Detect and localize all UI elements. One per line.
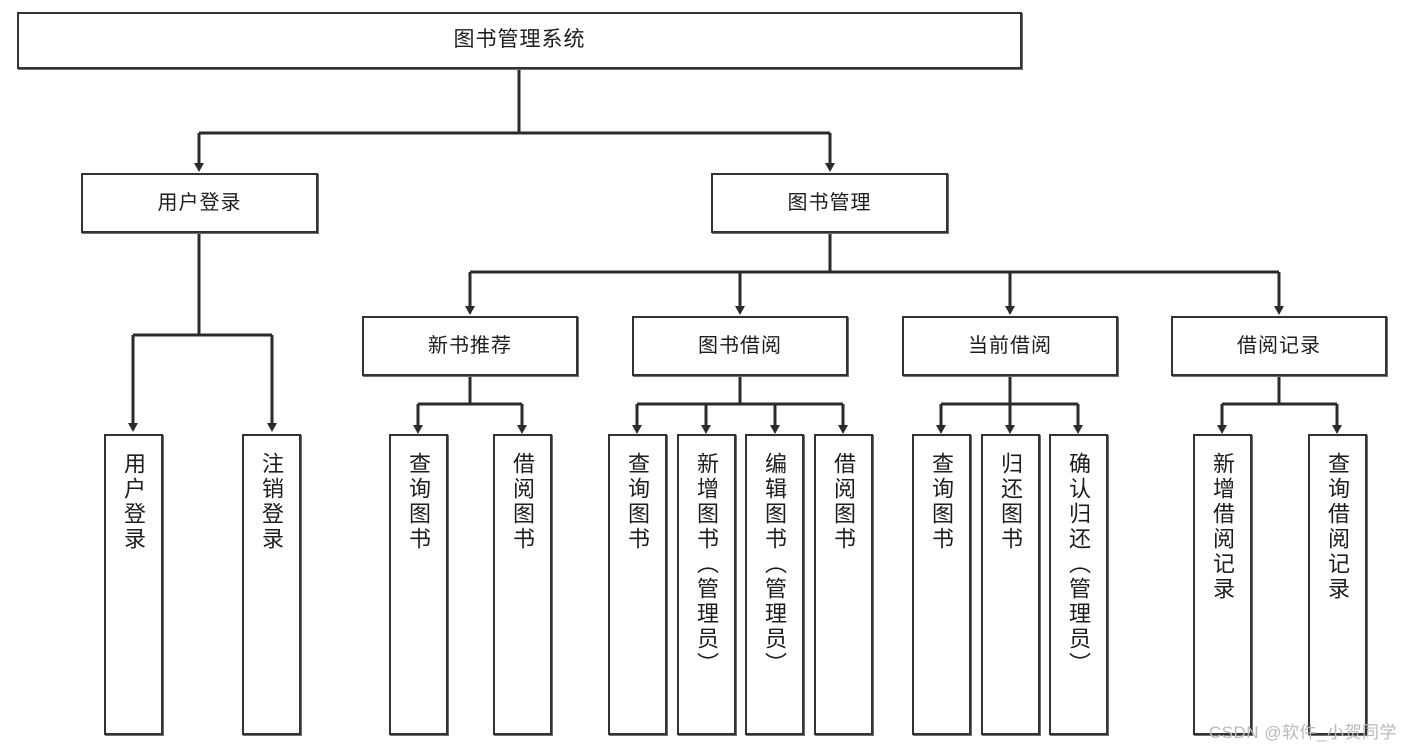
- leaf-record-query-record[interactable]: 查询借阅记录: [1308, 434, 1367, 735]
- leaf-recommend-query-book[interactable]: 查询图书: [389, 434, 448, 735]
- node-label: 借阅图书: [510, 452, 536, 552]
- node-book-borrow[interactable]: 图书借阅: [632, 316, 848, 376]
- node-label: 查询图书: [406, 452, 432, 552]
- node-label: 注销登录: [259, 452, 285, 552]
- node-label: 图书借阅: [698, 334, 782, 357]
- leaf-user-login-login[interactable]: 用户登录: [104, 434, 163, 735]
- leaf-borrow-query-book[interactable]: 查询图书: [608, 434, 667, 735]
- leaf-current-query-book[interactable]: 查询图书: [912, 434, 971, 735]
- node-label: 当前借阅: [968, 334, 1052, 357]
- node-label: 用户登录: [121, 452, 147, 552]
- node-current-borrow[interactable]: 当前借阅: [902, 316, 1118, 376]
- node-book-management[interactable]: 图书管理: [711, 173, 948, 233]
- node-user-login[interactable]: 用户登录: [81, 173, 318, 233]
- node-label: 新书推荐: [428, 334, 512, 357]
- node-label: 查询图书: [625, 452, 651, 552]
- node-label: 用户登录: [157, 191, 242, 214]
- leaf-record-add-record[interactable]: 新增借阅记录: [1193, 434, 1252, 735]
- node-label: 图书管理: [787, 191, 872, 214]
- node-borrow-record[interactable]: 借阅记录: [1171, 316, 1387, 376]
- node-label: 编辑图书（管理员）: [762, 452, 788, 677]
- node-label: 查询借阅记录: [1325, 452, 1351, 602]
- leaf-borrow-edit-book[interactable]: 编辑图书（管理员）: [745, 434, 804, 735]
- leaf-recommend-borrow-book[interactable]: 借阅图书: [493, 434, 552, 735]
- node-root-system[interactable]: 图书管理系统: [17, 12, 1022, 69]
- node-label: 归还图书: [998, 452, 1024, 552]
- node-label: 借阅记录: [1237, 334, 1321, 357]
- leaf-borrow-borrow-book[interactable]: 借阅图书: [814, 434, 873, 735]
- node-new-book-recommend[interactable]: 新书推荐: [362, 316, 578, 376]
- leaf-current-confirm-return[interactable]: 确认归还（管理员）: [1049, 434, 1108, 735]
- node-label: 新增图书（管理员）: [694, 452, 720, 677]
- node-label: 确认归还（管理员）: [1066, 452, 1092, 677]
- node-label: 查询图书: [929, 452, 955, 552]
- node-label: 借阅图书: [831, 452, 857, 552]
- leaf-borrow-add-book[interactable]: 新增图书（管理员）: [677, 434, 736, 735]
- node-label: 图书管理系统: [453, 28, 586, 52]
- node-label: 新增借阅记录: [1210, 452, 1236, 602]
- leaf-user-login-logout[interactable]: 注销登录: [242, 434, 301, 735]
- leaf-current-return-book[interactable]: 归还图书: [981, 434, 1040, 735]
